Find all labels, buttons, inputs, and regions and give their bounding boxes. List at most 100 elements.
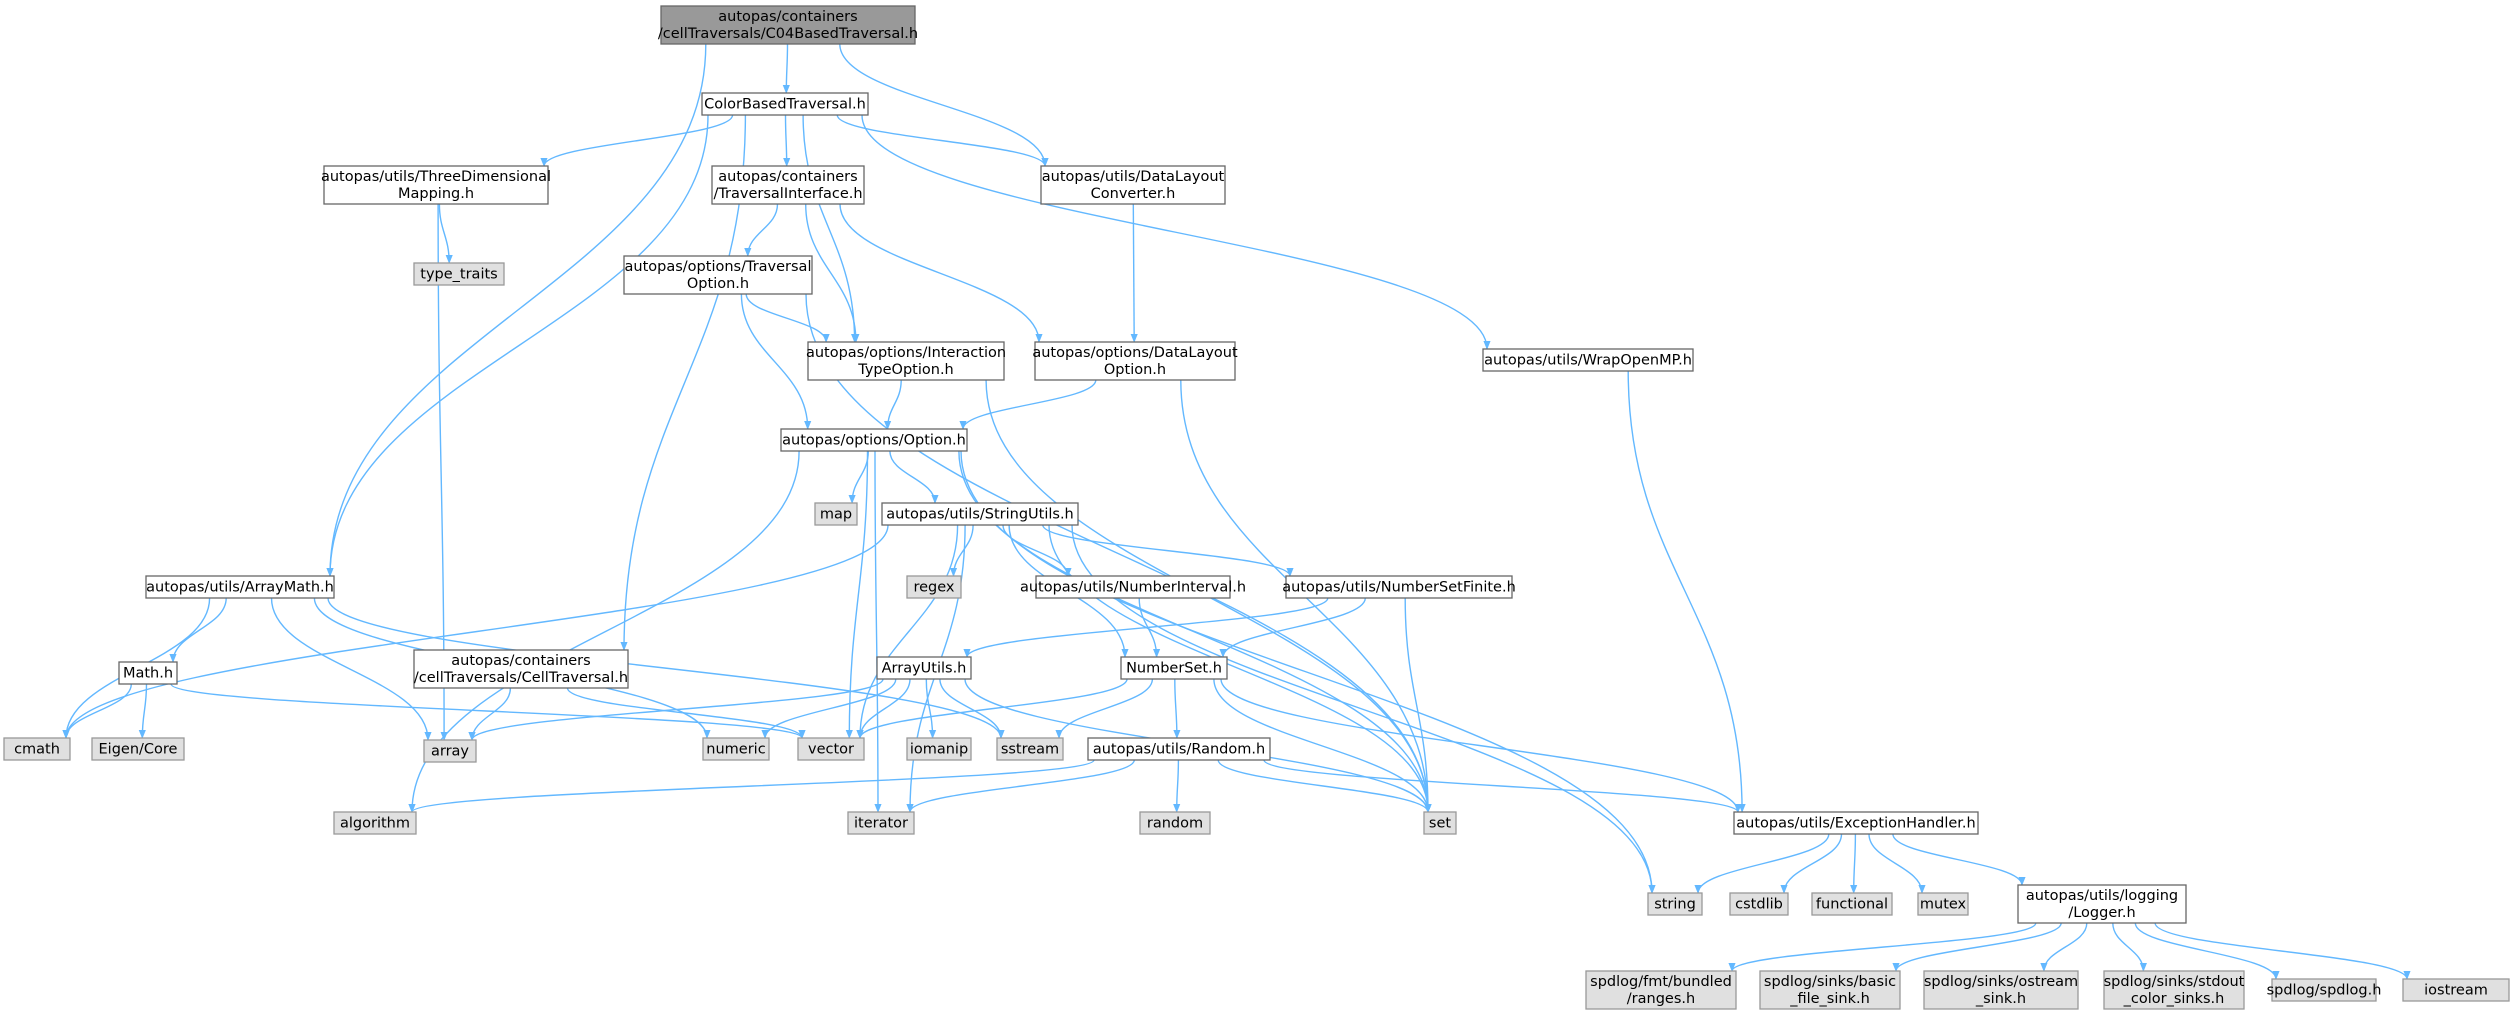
graph-node-ni[interactable]: autopas/utils/NumberInterval.h	[1020, 575, 1246, 599]
graph-edge-au-to-sstream	[939, 678, 1005, 739]
node-label-line: algorithm	[340, 816, 410, 832]
graph-edge-ns-to-sstream	[1055, 678, 1154, 739]
graph-node-nsf[interactable]: autopas/utils/NumberSetFinite.h	[1282, 575, 1516, 599]
node-box	[91, 737, 185, 761]
node-label-line: _color_sinks.h	[2123, 991, 2225, 1007]
node-label-line: autopas/options/DataLayout	[1032, 345, 1238, 361]
node-label-line: iomanip	[910, 742, 968, 758]
graph-node-ti[interactable]: autopas/containers/TraversalInterface.h	[711, 165, 865, 205]
node-box	[1139, 811, 1211, 835]
graph-edge-root-to-cbt	[782, 43, 790, 94]
graph-node-map: map	[814, 502, 858, 526]
edge-path	[1892, 922, 2062, 972]
graph-node-rnd[interactable]: autopas/utils/Random.h	[1087, 737, 1271, 761]
graph-edge-log-to-sfmt	[1728, 922, 2037, 972]
node-box	[423, 739, 477, 763]
node-box	[2402, 978, 2510, 1002]
graph-edge-ti-to-dlo	[839, 203, 1043, 343]
node-label-line: autopas/utils/ArrayMath.h	[146, 580, 334, 596]
edge-path	[1042, 524, 1294, 577]
graph-edge-opt-to-iterator	[874, 450, 882, 813]
node-label-line: random	[1147, 816, 1203, 832]
nodes-layer: autopas/containers/cellTraversals/C04Bas…	[3, 5, 2510, 1010]
node-label-line: ArrayUtils.h	[882, 661, 967, 677]
node-box	[807, 341, 1005, 381]
graph-node-cbt[interactable]: ColorBasedTraversal.h	[701, 92, 869, 116]
node-label-line: iterator	[854, 816, 908, 832]
edge-path	[1213, 678, 1432, 813]
edge-path	[2040, 922, 2088, 972]
graph-node-womp[interactable]: autopas/utils/WrapOpenMP.h	[1482, 348, 1694, 372]
node-label-line: Option.h	[687, 276, 749, 292]
node-box	[413, 262, 505, 286]
node-box	[1811, 892, 1893, 916]
graph-edge-math-to-eigen	[138, 683, 148, 739]
node-label-line: autopas/utils/StringUtils.h	[886, 507, 1074, 523]
node-box	[2017, 884, 2187, 924]
graph-edge-eh-to-log	[1892, 833, 2026, 886]
edge-path	[326, 43, 707, 577]
edge-path	[62, 683, 132, 739]
edge-path	[170, 683, 806, 739]
graph-edge-rnd-to-random	[1173, 759, 1181, 813]
graph-node-ns[interactable]: NumberSet.h	[1120, 656, 1228, 680]
graph-node-math[interactable]: Math.h	[118, 661, 178, 685]
graph-node-eh[interactable]: autopas/utils/ExceptionHandler.h	[1733, 811, 1979, 835]
node-label-line: spdlog/sinks/basic	[1764, 974, 1896, 990]
graph-edge-am-to-math	[169, 597, 227, 663]
node-box	[2103, 970, 2245, 1010]
edge-path	[1263, 759, 1742, 813]
node-box	[660, 5, 916, 45]
graph-edge-nsf-to-au	[963, 597, 1329, 658]
graph-edge-ti-to-ito	[805, 203, 860, 343]
graph-node-cstdlib: cstdlib	[1729, 892, 1789, 916]
edge-path	[270, 597, 432, 741]
node-box	[847, 811, 915, 835]
edge-path	[169, 597, 227, 663]
edge-path	[745, 293, 830, 343]
edge-path	[1868, 833, 1926, 894]
graph-node-am[interactable]: autopas/utils/ArrayMath.h	[145, 575, 335, 599]
graph-node-log[interactable]: autopas/utils/logging/Logger.h	[2017, 884, 2187, 924]
node-box	[876, 656, 972, 680]
graph-node-au[interactable]: ArrayUtils.h	[876, 656, 972, 680]
node-box	[780, 428, 968, 452]
node-box	[814, 502, 858, 526]
node-label-line: _sink.h	[1975, 991, 2026, 1007]
node-label-line: Converter.h	[1091, 186, 1176, 202]
node-label-line: ColorBasedTraversal.h	[704, 97, 866, 113]
graph-node-ct[interactable]: autopas/containers/cellTraversals/CellTr…	[413, 649, 629, 689]
node-box	[1585, 970, 1737, 1010]
graph-edge-su-to-vector	[856, 524, 959, 739]
graph-edge-cbt-to-ito	[802, 114, 859, 343]
graph-node-su[interactable]: autopas/utils/StringUtils.h	[881, 502, 1079, 526]
node-label-line: autopas/containers	[718, 9, 857, 25]
graph-node-sostream: spdlog/sinks/ostream_sink.h	[1923, 970, 2079, 1010]
graph-edge-au-to-numeric	[761, 678, 897, 739]
edge-path	[856, 678, 1128, 739]
edge-path	[1219, 597, 1366, 658]
edge-path	[326, 114, 709, 577]
node-label-line: functional	[1816, 897, 1888, 913]
node-label-line: Eigen/Core	[99, 742, 178, 758]
graph-edge-rnd-to-algorithm	[408, 759, 1095, 813]
edge-path	[566, 687, 806, 739]
graph-edge-cbt-to-tdm	[540, 114, 734, 167]
node-label-line: /ranges.h	[1627, 991, 1695, 1007]
node-box	[996, 737, 1064, 761]
node-label-line: Mapping.h	[398, 186, 474, 202]
graph-edge-eh-to-functional	[1850, 833, 1858, 894]
node-label-line: sstream	[1001, 742, 1059, 758]
graph-node-opt[interactable]: autopas/options/Option.h	[780, 428, 968, 452]
graph-edge-ns-to-rnd	[1173, 678, 1181, 739]
graph-node-root[interactable]: autopas/containers/cellTraversals/C04Bas…	[658, 5, 918, 45]
graph-edge-ti-to-tro	[744, 203, 779, 257]
graph-edge-log-to-iostream	[2154, 922, 2411, 980]
node-label-line: autopas/utils/Random.h	[1093, 742, 1265, 758]
graph-node-cmath: cmath	[3, 737, 71, 761]
